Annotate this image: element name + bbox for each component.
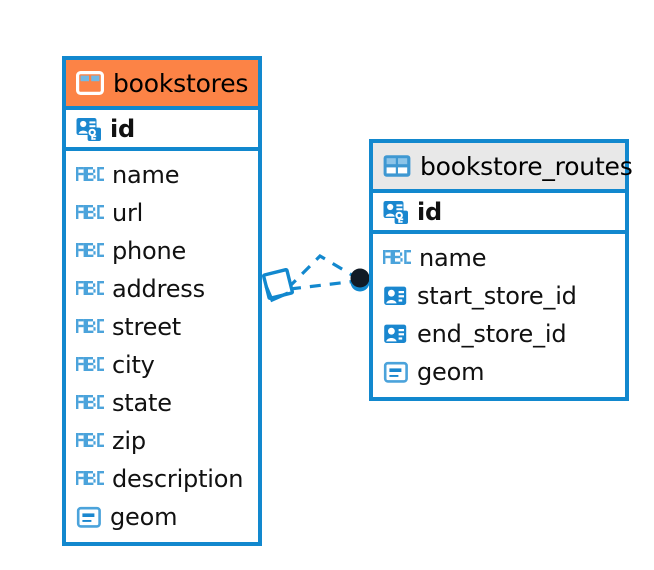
table-icon [76, 71, 104, 95]
text-abc-icon [76, 281, 104, 295]
field-list-bookstore-routes: name start_store_id [373, 234, 625, 397]
field-label: url [112, 199, 144, 227]
field-row-description[interactable]: description [66, 460, 258, 498]
geometry-icon [383, 361, 408, 383]
text-abc-icon [76, 167, 104, 181]
field-label: id [110, 114, 136, 143]
field-row-primary-key[interactable]: id [66, 106, 258, 151]
table-icon [383, 155, 411, 177]
field-row-name[interactable]: name [373, 239, 625, 277]
field-row-url[interactable]: url [66, 194, 258, 232]
field-list-bookstores: name url [66, 151, 258, 542]
text-abc-icon [76, 319, 104, 333]
field-label: street [112, 313, 181, 341]
field-label: start_store_id [417, 282, 577, 310]
field-label: address [112, 275, 205, 303]
field-row-zip[interactable]: zip [66, 422, 258, 460]
field-row-name[interactable]: name [66, 156, 258, 194]
field-label: id [417, 197, 443, 226]
connector-line-lower [289, 279, 358, 291]
primary-key-icon [383, 200, 408, 224]
text-abc-icon [76, 357, 104, 371]
field-label: end_store_id [417, 320, 567, 348]
field-label: city [112, 351, 155, 379]
field-label: geom [417, 358, 485, 386]
field-row-city[interactable]: city [66, 346, 258, 384]
filled-circle-marker [350, 268, 370, 292]
text-abc-icon [76, 395, 104, 409]
field-row-geom[interactable]: geom [373, 353, 625, 391]
field-label: zip [112, 427, 146, 455]
diamond-marker [261, 267, 295, 303]
field-row-address[interactable]: address [66, 270, 258, 308]
entity-header-bookstores[interactable]: bookstores [66, 60, 258, 106]
field-row-geom[interactable]: geom [66, 498, 258, 536]
text-abc-icon [76, 205, 104, 219]
foreign-key-icon [384, 324, 407, 343]
geometry-icon [76, 506, 101, 528]
field-row-street[interactable]: street [66, 308, 258, 346]
text-abc-icon [76, 433, 104, 447]
field-row-phone[interactable]: phone [66, 232, 258, 270]
field-label: state [112, 389, 172, 417]
field-row-state[interactable]: state [66, 384, 258, 422]
text-abc-icon [76, 243, 104, 257]
entity-header-bookstore-routes[interactable]: bookstore_routes [373, 143, 633, 189]
entity-table-bookstore-routes[interactable]: bookstore_routes id [369, 139, 633, 401]
field-label: name [112, 161, 180, 189]
foreign-key-icon [384, 286, 407, 305]
field-row-primary-key[interactable]: id [373, 189, 625, 234]
text-abc-icon [383, 250, 411, 264]
entity-title-bookstore-routes: bookstore_routes [420, 151, 633, 181]
field-label: phone [112, 237, 187, 265]
field-row-end-store-id[interactable]: end_store_id [373, 315, 625, 353]
text-abc-icon [76, 471, 104, 485]
entity-title-bookstores: bookstores [113, 68, 249, 98]
primary-key-icon [76, 117, 101, 141]
field-label: description [112, 465, 244, 493]
entity-table-bookstores[interactable]: bookstores id [62, 56, 262, 546]
field-row-start-store-id[interactable]: start_store_id [373, 277, 625, 315]
field-label: geom [110, 503, 178, 531]
field-label: name [419, 244, 487, 272]
connector-line-upper [286, 253, 358, 290]
